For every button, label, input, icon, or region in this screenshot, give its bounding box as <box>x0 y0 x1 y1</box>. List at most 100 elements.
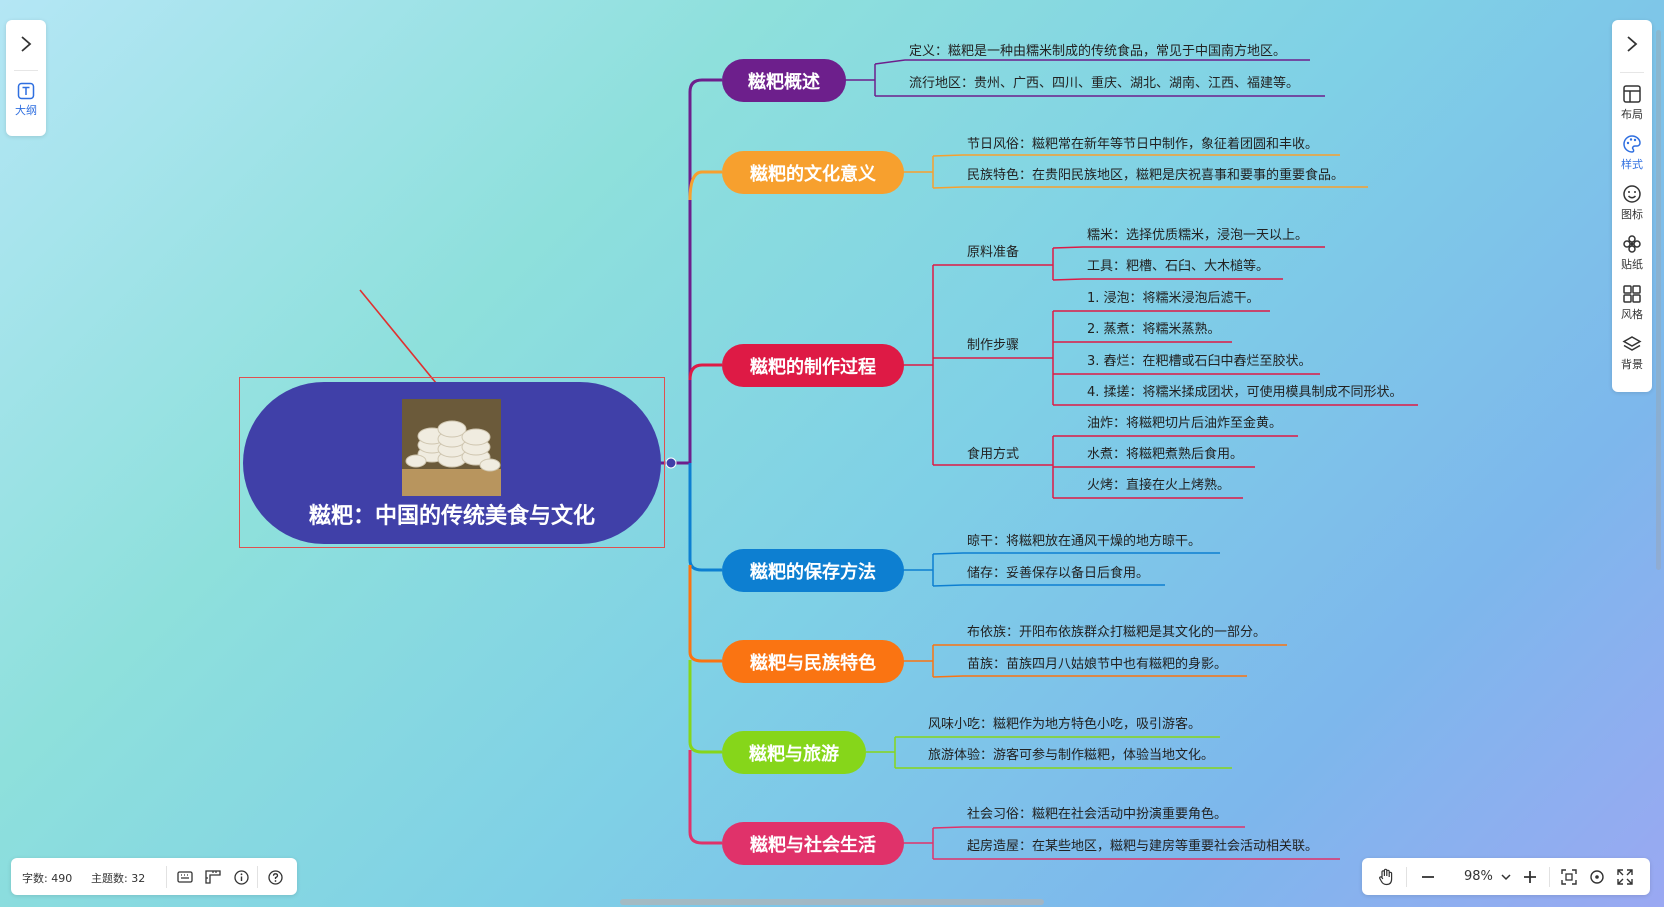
root-topic[interactable]: 糍粑：中国的传统美食与文化 <box>243 382 661 544</box>
zoom-level[interactable]: 98% <box>1464 869 1493 884</box>
social-edges <box>903 826 1340 860</box>
topic-tourism[interactable]: 糍粑与旅游 <box>722 731 866 774</box>
layout-label: 布局 <box>1621 108 1643 121</box>
locate-center-button[interactable] <box>1587 867 1607 887</box>
edge-culture <box>688 170 722 201</box>
subtopic-leaf[interactable]: 2. 蒸煮：将糯米蒸熟。 <box>1087 322 1221 337</box>
topic-storage[interactable]: 糍粑的保存方法 <box>722 549 904 592</box>
subtopic-leaf[interactable]: 社会习俗：糍粑在社会活动中扮演重要角色。 <box>967 807 1228 822</box>
smiley-icon <box>1623 185 1641 203</box>
subtopic-leaf[interactable]: 工具：粑槽、石臼、大木槌等。 <box>1087 259 1270 274</box>
word-count: 字数: 490 <box>22 872 73 885</box>
plus-icon <box>1524 871 1536 883</box>
layout-button[interactable]: 布局 <box>1612 84 1652 122</box>
icon-label: 图标 <box>1621 208 1643 221</box>
subtopic-leaf[interactable]: 3. 舂烂：在粑槽或石臼中舂烂至胶状。 <box>1087 354 1312 369</box>
subtopic-steps[interactable]: 制作步骤 <box>967 338 1020 353</box>
subtopic-leaf[interactable]: 4. 揉搓：将糯米揉成团状，可使用模具制成不同形状。 <box>1087 385 1403 400</box>
topic-social[interactable]: 糍粑与社会生活 <box>722 822 904 865</box>
annotation-arrow <box>359 289 446 395</box>
edge-storage <box>688 463 722 572</box>
divider <box>257 866 258 888</box>
hand-tool-button[interactable] <box>1376 867 1396 887</box>
divider <box>1549 867 1550 887</box>
subtopic-leaf[interactable]: 苗族：苗族四月八姑娘节中也有糍粑的身影。 <box>967 657 1228 672</box>
subtopic-leaf[interactable]: 晾干：将糍粑放在通风干燥的地方晾干。 <box>967 534 1202 549</box>
palette-icon <box>1623 135 1641 153</box>
subtopic-leaf[interactable]: 民族特色：在贵阳民族地区，糍粑是庆祝喜事和要事的重要食品。 <box>967 168 1345 183</box>
theme-button[interactable]: 风格 <box>1612 284 1652 322</box>
zoom-in-button[interactable] <box>1520 867 1540 887</box>
style-label: 样式 <box>1621 158 1643 171</box>
edge-process <box>688 363 722 381</box>
edge-overview <box>688 78 722 463</box>
outline-button[interactable]: 大纲 <box>6 82 46 118</box>
subtopic-leaf[interactable]: 流行地区：贵州、广西、四川、重庆、湖北、湖南、江西、福建等。 <box>909 76 1300 91</box>
subtopic-leaf[interactable]: 定义：糍粑是一种由糯米制成的传统食品，常见于中国南方地区。 <box>909 44 1287 59</box>
edge-social <box>688 750 722 845</box>
layout-icon <box>1623 85 1641 103</box>
chevron-right-icon <box>21 36 32 52</box>
root-title: 糍粑：中国的传统美食与文化 <box>308 504 595 529</box>
outline-label: 大纲 <box>15 104 37 117</box>
vertical-scrollbar[interactable] <box>1656 30 1661 570</box>
edge-ethnic <box>688 565 722 663</box>
info-button[interactable] <box>232 868 250 886</box>
divider <box>1620 72 1644 73</box>
expand-right-button[interactable] <box>1612 28 1652 60</box>
ethnic-edges <box>903 644 1287 678</box>
subtopic-leaf[interactable]: 油炸：将糍粑切片后油炸至金黄。 <box>1087 416 1283 431</box>
icon-button[interactable]: 图标 <box>1612 184 1652 222</box>
subtopic-leaf[interactable]: 1. 浸泡：将糯米浸泡后滤干。 <box>1087 291 1260 306</box>
fullscreen-icon <box>1617 869 1633 885</box>
fit-screen-icon <box>1561 869 1577 885</box>
zoom-out-button[interactable] <box>1418 867 1438 887</box>
style-button[interactable]: 样式 <box>1612 134 1652 172</box>
expand-left-button[interactable] <box>6 28 46 60</box>
subtopic-leaf[interactable]: 布依族：开阳布依族群众打糍粑是其文化的一部分。 <box>967 625 1267 640</box>
topic-overview[interactable]: 糍粑概述 <box>722 59 846 102</box>
chevron-right-icon <box>1627 36 1638 52</box>
fullscreen-button[interactable] <box>1615 867 1635 887</box>
subtopic-materials[interactable]: 原料准备 <box>967 245 1020 260</box>
sticker-label: 贴纸 <box>1621 258 1643 271</box>
keyboard-button[interactable] <box>176 868 194 886</box>
ruler-button[interactable] <box>204 868 222 886</box>
divider <box>14 70 38 71</box>
subtopic-leaf[interactable]: 储存：妥善保存以备日后食用。 <box>967 566 1150 581</box>
flower-icon <box>1623 235 1641 253</box>
background-label: 背景 <box>1621 358 1643 371</box>
help-button[interactable] <box>266 868 284 886</box>
storage-edges <box>903 552 1220 587</box>
zoom-dropdown-button[interactable] <box>1496 867 1516 887</box>
topic-count: 主题数: 32 <box>91 872 146 885</box>
subtopic-leaf[interactable]: 起房造屋：在某些地区，糍粑与建房等重要社会活动相关联。 <box>967 839 1319 854</box>
horizontal-scrollbar[interactable] <box>620 899 1044 905</box>
subtopic-leaf[interactable]: 旅游体验：游客可参与制作糍粑，体验当地文化。 <box>928 748 1215 763</box>
topic-process[interactable]: 糍粑的制作过程 <box>722 344 904 387</box>
subtopic-leaf[interactable]: 火烤：直接在火上烤熟。 <box>1087 478 1231 493</box>
info-icon <box>233 869 249 885</box>
minus-icon <box>1422 876 1434 878</box>
topic-culture[interactable]: 糍粑的文化意义 <box>722 151 904 194</box>
divider <box>166 866 167 888</box>
status-bar: 字数: 490 主题数: 32 <box>11 858 297 895</box>
left-toolbar: 大纲 <box>6 20 46 136</box>
subtopic-leaf[interactable]: 水煮：将糍粑煮熟后食用。 <box>1087 447 1244 462</box>
theme-label: 风格 <box>1621 308 1643 321</box>
sticker-button[interactable]: 贴纸 <box>1612 234 1652 272</box>
zoom-bar: 98% <box>1362 858 1650 895</box>
help-icon <box>267 869 283 885</box>
subtopic-leaf[interactable]: 节日风俗：糍粑常在新年等节日中制作，象征着团圆和丰收。 <box>967 137 1319 152</box>
subtopic-leaf[interactable]: 糯米：选择优质糯米，浸泡一天以上。 <box>1087 228 1309 243</box>
topic-ethnic[interactable]: 糍粑与民族特色 <box>722 640 904 683</box>
background-button[interactable]: 背景 <box>1612 334 1652 372</box>
subtopic-leaf[interactable]: 风味小吃：糍粑作为地方特色小吃，吸引游客。 <box>928 717 1202 732</box>
subtopic-eating[interactable]: 食用方式 <box>967 447 1020 462</box>
edge-tourism <box>688 660 722 754</box>
fit-screen-button[interactable] <box>1559 867 1579 887</box>
collapse-toggle[interactable] <box>665 457 677 469</box>
root-selection-frame <box>239 377 665 548</box>
overview-edges <box>845 59 1325 97</box>
